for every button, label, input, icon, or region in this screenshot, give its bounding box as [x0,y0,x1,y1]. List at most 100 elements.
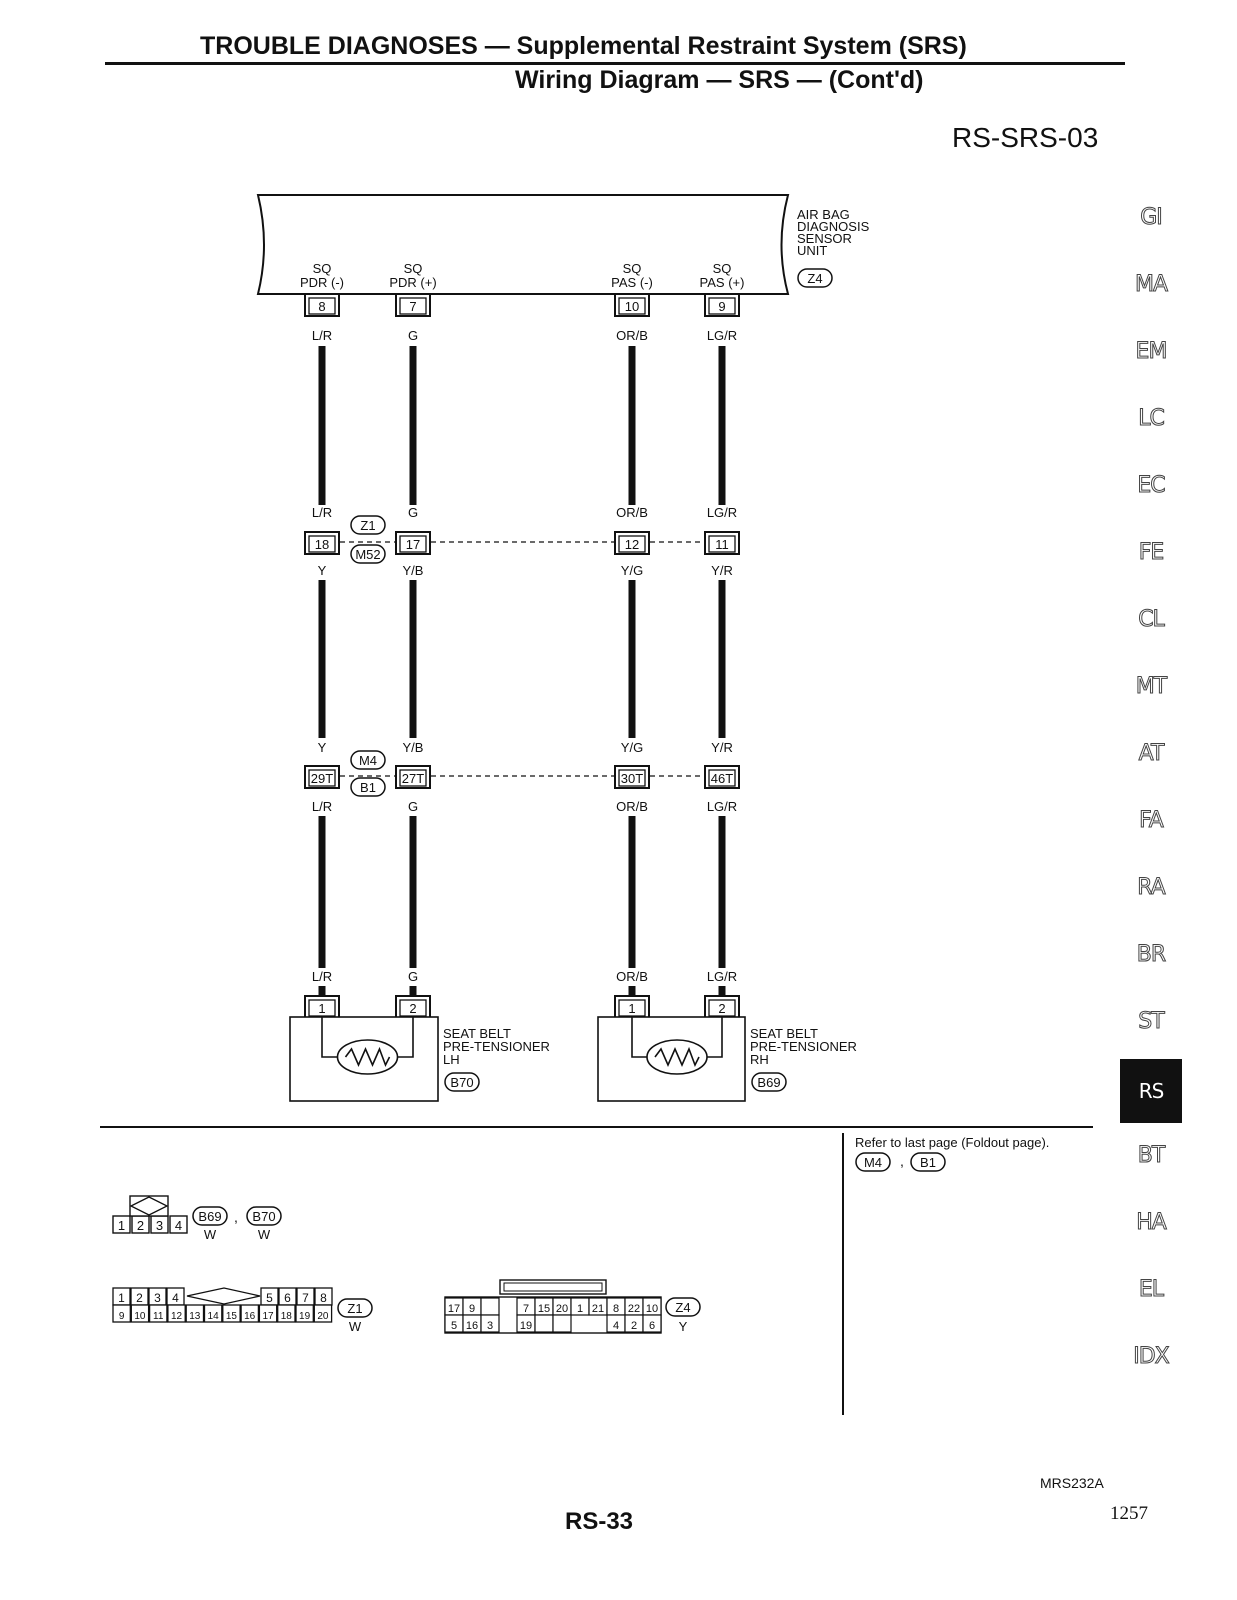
pretensioner-connector-1: B69 [757,1075,780,1090]
side-tab-ec[interactable]: EC [1137,473,1166,499]
wire-color-1: Y/B [403,563,424,578]
junction1-pin-1: 17 [406,537,420,552]
wire-color-3: LG/R [707,328,737,343]
side-tab-at[interactable]: AT [1138,741,1165,767]
resistor-icon [646,1039,708,1075]
connector-pin: 17 [448,1303,460,1315]
figure-id: MRS232A [1040,1475,1104,1491]
connector-pin: 8 [613,1303,619,1315]
connector-cell [112,1215,131,1234]
connector-pin: 1 [118,1218,125,1233]
comma-separator: , [234,1209,238,1225]
junction2-pin-1: 27T [402,771,424,786]
foldout-note: Refer to last page (Foldout page). [855,1135,1050,1150]
side-tab-ma[interactable]: MA [1134,272,1168,298]
junction1-pin-1-inner [399,535,427,553]
sensor-unit-label: DIAGNOSIS [797,219,870,234]
junction2-pin-1-inner [399,769,427,787]
junction2-pin-2-inner [618,769,646,787]
connector-pin: 2 [136,1291,143,1305]
side-tab-fa[interactable]: FA [1139,808,1165,834]
junction1-upper-outline [350,515,386,535]
side-tab-fe[interactable]: FE [1138,540,1165,566]
connector-pin: 19 [520,1320,532,1332]
side-tab-ra[interactable]: RA [1137,875,1166,901]
junction2-pin-0: 29T [311,771,333,786]
connector-pin: 16 [466,1320,478,1332]
connector-cell [130,1304,150,1323]
wire-color-2: OR/B [616,799,648,814]
pretensioner-connector-0-outline [444,1072,480,1092]
wire-color-3: Y/R [711,563,733,578]
connector-pin: 3 [487,1320,493,1332]
foldout-connector-0-outline [855,1152,891,1172]
device-pin-3: 2 [718,1001,725,1016]
wire-color-2: OR/B [616,328,648,343]
unit-pin-3: 9 [718,299,725,314]
device-pin-0: 1 [318,1001,325,1016]
side-tab-mt[interactable]: MT [1135,674,1167,700]
connector-cell [240,1304,260,1323]
side-tab-rs[interactable]: RS [1120,1059,1182,1123]
pretensioner-label-1: PRE-TENSIONER [750,1039,857,1054]
connector-pin: 9 [119,1311,125,1322]
junction1-pin-0: 18 [315,537,329,552]
side-tab-ha[interactable]: HA [1136,1210,1168,1236]
junction2-pin-2: 30T [621,771,643,786]
connector-pin: 13 [189,1311,201,1322]
connector-lock-icon [186,1287,261,1305]
unit-pin-2-inner [618,297,646,315]
connector-pin: 7 [523,1303,529,1315]
connector-pin: 5 [451,1320,457,1332]
device-pin-2-inner [618,999,646,1017]
connector-pin: 12 [171,1311,183,1322]
wire-color-2: Y/G [621,563,643,578]
junction2-lower: B1 [360,780,376,795]
connector-cell [185,1304,205,1323]
side-tab-em[interactable]: EM [1135,339,1168,365]
pin-label-2: PAS (-) [611,275,653,290]
unit-pin-1: 7 [409,299,416,314]
unit-pin-3-inner [708,297,736,315]
page-subtitle: Wiring Diagram — SRS — (Cont'd) [515,66,924,94]
pretensioner-label-0: LH [443,1052,460,1067]
connector-pin: 5 [266,1291,273,1305]
side-tab-br[interactable]: BR [1136,942,1166,968]
pretensioner-label-0: SEAT BELT [443,1026,511,1041]
connector-id-b70-outline [246,1206,282,1226]
resistor-icon [344,1046,391,1067]
pin-label-0: SQ [313,261,332,276]
junction2-upper: M4 [359,753,377,768]
device-pin-0-inner [308,999,336,1017]
connector-pin: 19 [299,1311,311,1322]
junction1-upper: Z1 [360,518,375,533]
connector-pin: 3 [156,1218,163,1233]
junction1-pin-3-inner [708,535,736,553]
wire-color-0: Y [318,740,327,755]
junction1-pin-2: 12 [625,537,639,552]
connector-pin: 7 [302,1291,309,1305]
page-total: 1257 [1110,1503,1148,1524]
connector-cell [313,1304,333,1323]
junction2-pin-3: 46T [711,771,733,786]
side-tab-idx[interactable]: IDX [1133,1344,1171,1370]
connector-pin: 1 [577,1303,583,1315]
side-tab-bt[interactable]: BT [1137,1143,1166,1169]
connector-pin: 9 [469,1303,475,1315]
side-tab-lc[interactable]: LC [1138,406,1166,432]
side-tab-st[interactable]: ST [1138,1009,1165,1035]
pin-label-3: SQ [713,261,732,276]
connector-id-b70: B70 [252,1209,275,1224]
foldout-connector-0: M4 [864,1155,882,1170]
connector-id-z4: Z4 [675,1300,690,1315]
pretensioner-connector-0: B70 [450,1075,473,1090]
side-tab-el[interactable]: EL [1138,1277,1164,1303]
connector-pin: 14 [208,1311,220,1322]
connector-pin: 11 [153,1311,164,1322]
junction2-pin-0-inner [308,769,336,787]
device-pin-1: 2 [409,1001,416,1016]
side-tab-cl[interactable]: CL [1138,607,1166,633]
foldout-connector-1: B1 [920,1155,936,1170]
side-tab-gi[interactable]: GI [1140,205,1164,231]
